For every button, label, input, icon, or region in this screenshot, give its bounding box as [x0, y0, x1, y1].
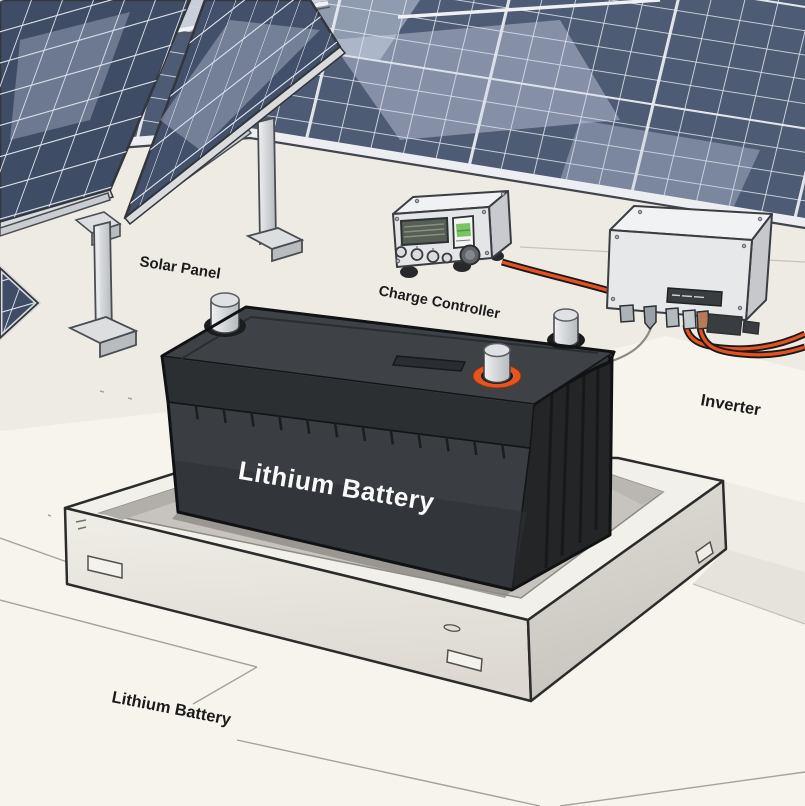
ground-mount-panel-right [123, 0, 347, 226]
battery-terminal-positive [472, 342, 522, 389]
tray-shade [723, 481, 805, 572]
inverter [606, 205, 805, 359]
lithium-battery: Lithium Battery [159, 292, 617, 598]
inverter-connectors [619, 304, 760, 336]
battery-lid-slot [391, 355, 467, 372]
tray-shadow [693, 549, 805, 624]
inverter-screws [610, 209, 763, 311]
panel-stand-front [67, 220, 139, 359]
tray-right-wall [526, 479, 728, 703]
ground-mount-panel-left [0, 0, 192, 247]
charge-controller [392, 190, 512, 278]
controller-inverter-wire [501, 258, 611, 295]
battery-terminal-left [204, 292, 246, 337]
panel-frame [123, 45, 347, 226]
panel-rail [0, 192, 111, 237]
battery-vent-ticks [194, 405, 506, 459]
panel-reflection [330, 20, 620, 140]
controller-screws [394, 191, 506, 264]
inverter-output-wires [682, 324, 805, 359]
panel-reflection [560, 120, 760, 215]
battery-shadow [172, 512, 512, 598]
ground-mount-panel-corner [0, 264, 42, 342]
